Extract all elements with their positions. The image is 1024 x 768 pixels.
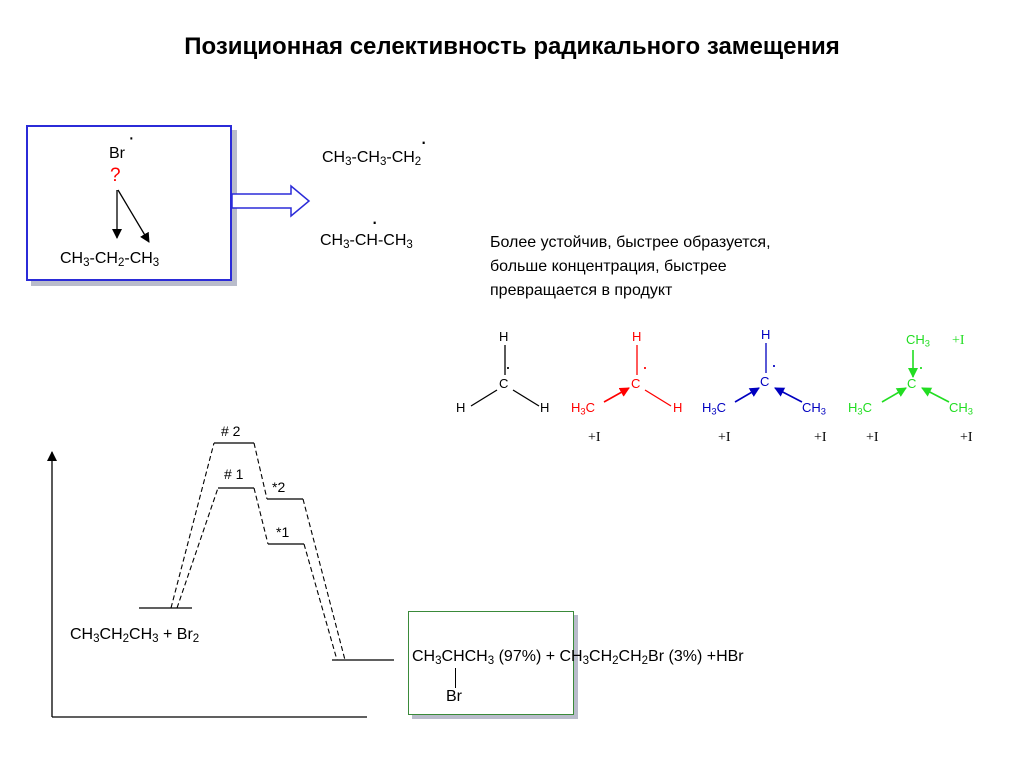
bromine-radical-dot: · xyxy=(128,127,135,149)
product-box xyxy=(408,611,574,715)
secondary-center-c: C xyxy=(760,374,770,389)
methyl-radical-bonds xyxy=(470,345,540,407)
product-bromine-label: Br xyxy=(446,688,462,705)
primary-dot: · xyxy=(642,357,648,377)
secondary-right-group: CH3 xyxy=(802,400,826,417)
intermediate-1-label: *1 xyxy=(276,524,290,540)
intermediate-2-label: *2 xyxy=(272,479,286,495)
primary-right-h: H xyxy=(673,400,683,415)
tertiary-dot: · xyxy=(918,357,924,377)
methyl-dot: · xyxy=(505,357,511,377)
secondary-dot: · xyxy=(771,355,777,375)
note-line: больше концентрация, быстрее xyxy=(490,258,727,275)
reaction-arrow xyxy=(231,184,311,218)
note-line: превращается в продукт xyxy=(490,282,673,299)
tertiary-left-group: H3C xyxy=(848,400,872,417)
secondary-effect-left: +I xyxy=(718,430,731,445)
products-equation: CH3CHCH3 (97%) + CH3CH2CH2Br (3%) +HBr xyxy=(412,648,744,667)
note-line: Более устойчив, быстрее образуется, xyxy=(490,234,771,251)
secondary-top-h: H xyxy=(761,327,771,342)
tertiary-top-effect: +I xyxy=(952,333,965,348)
secondary-left-group: H3C xyxy=(702,400,726,417)
transition-state-2-label: # 2 xyxy=(221,423,241,439)
primary-center-c: C xyxy=(631,376,641,391)
tertiary-center-c: C xyxy=(907,376,917,391)
secondary-effect-right: +I xyxy=(814,430,827,445)
tertiary-radical-bonds xyxy=(881,350,950,403)
tertiary-right-group: CH3 xyxy=(949,400,973,417)
energy-levels xyxy=(139,442,394,661)
reactants-label: CH3CH2CH3 + Br2 xyxy=(70,626,200,645)
primary-radical-bonds xyxy=(603,345,672,407)
propane-formula: CH3-CH2-CH3 xyxy=(60,250,160,269)
product-bromine-bond xyxy=(455,668,456,688)
reactant-box xyxy=(26,125,232,281)
methyl-center-c: C xyxy=(499,376,509,391)
methyl-right-h: H xyxy=(540,400,550,415)
methyl-left-h: H xyxy=(456,400,466,415)
reaction-pathways xyxy=(170,442,346,661)
primary-left-group: H3C xyxy=(571,400,595,417)
bromine-radical-label: Br xyxy=(109,145,125,162)
primary-top-h: H xyxy=(632,329,642,344)
primary-radical-dot: · xyxy=(420,129,428,154)
secondary-radical-dot: · xyxy=(371,209,379,234)
secondary-radical-bonds xyxy=(734,343,803,403)
primary-radical-formula: CH3-CH3-CH2 xyxy=(322,149,422,168)
tertiary-effect-right: +I xyxy=(960,430,973,445)
transition-state-1-label: # 1 xyxy=(224,466,244,482)
attack-arrow-secondary xyxy=(117,189,150,243)
stability-note: Более устойчив, быстрее образуется, боль… xyxy=(490,231,771,303)
question-mark: ? xyxy=(110,165,121,186)
energy-axes xyxy=(47,451,367,718)
primary-effect-label: +I xyxy=(588,430,601,445)
secondary-radical-formula: CH3-CH-CH3 xyxy=(320,232,413,251)
page-title: Позиционная селективность радикального з… xyxy=(184,33,840,60)
methyl-top-h: H xyxy=(499,329,509,344)
tertiary-effect-left: +I xyxy=(866,430,879,445)
tertiary-top-group: CH3 xyxy=(906,332,930,349)
